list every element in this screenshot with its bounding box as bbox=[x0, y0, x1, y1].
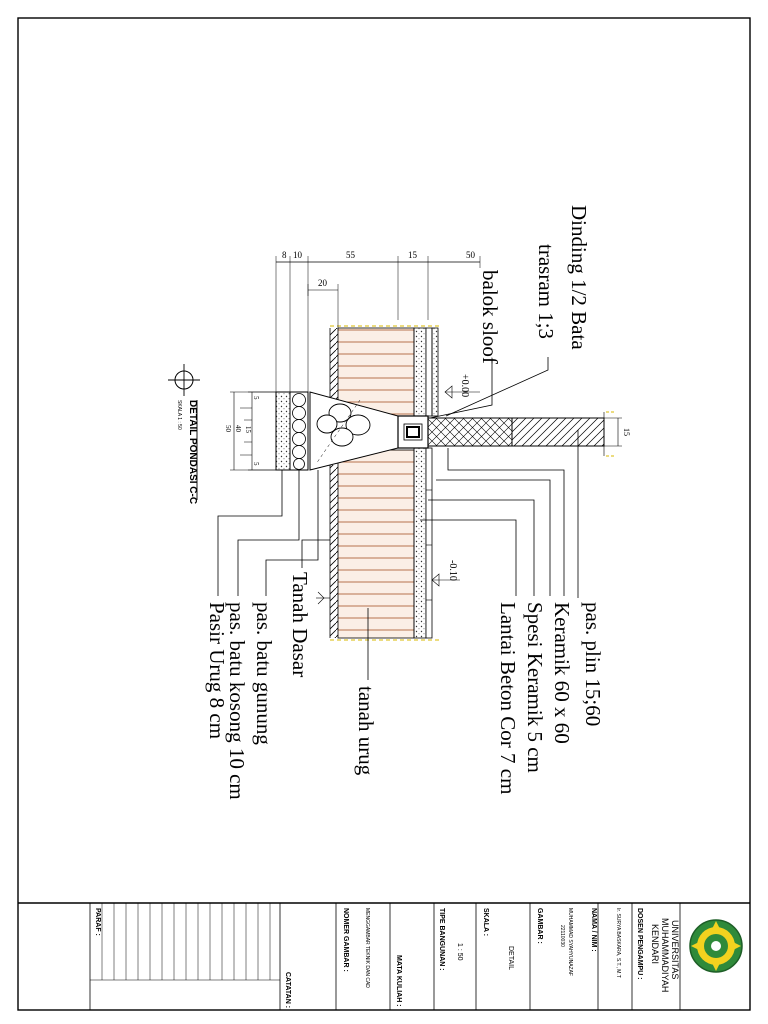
label-pasir: Pasir Urug 8 cm bbox=[205, 602, 229, 739]
dim-5b: 5 bbox=[252, 462, 260, 466]
university-logo bbox=[689, 919, 743, 973]
level-ground: -0.10 bbox=[447, 560, 458, 581]
label-keramik: Keramik 60 x 60 bbox=[550, 602, 574, 744]
dim-20: 20 bbox=[318, 278, 328, 288]
dosen-value: Ir. SURYA BASKARA, S.T., M.T bbox=[615, 908, 621, 978]
paraf-label: PARAF : bbox=[94, 908, 101, 936]
label-tanah-urug: tanah urug bbox=[354, 686, 378, 776]
dim-15: 15 bbox=[408, 250, 418, 260]
gambar-label: GAMBAR : bbox=[536, 908, 543, 944]
spesi-lower bbox=[425, 447, 433, 639]
university-name-1: UNIVERSITAS bbox=[670, 920, 680, 979]
dim-55: 55 bbox=[346, 250, 356, 260]
foundation-detail bbox=[168, 256, 622, 680]
label-dinding: Dinding 1/2 Bata bbox=[567, 205, 591, 350]
dim-5a: 5 bbox=[252, 396, 260, 400]
lantai-beton-lower bbox=[413, 447, 427, 639]
nama-label: NAMA / NIM : bbox=[590, 908, 597, 952]
matkul-label: MATA KULIAH : bbox=[395, 955, 402, 1007]
nomer-label: NOMER GAMBAR : bbox=[342, 908, 349, 972]
label-balok-sloof: balok sloof bbox=[478, 270, 502, 364]
drawing-scale: SKALA 1 : 50 bbox=[176, 400, 182, 430]
dim-40: 40 bbox=[234, 425, 242, 433]
catatan-label: CATATAN : bbox=[284, 972, 291, 1008]
soil-edge-upper bbox=[330, 328, 338, 428]
dim-50b: 50 bbox=[224, 425, 232, 433]
label-lantai: Lantai Beton Cor 7 cm bbox=[496, 602, 520, 794]
drawing-title: DETAIL PONDASI C-C bbox=[187, 400, 198, 504]
trasram bbox=[427, 417, 513, 447]
label-trasram: trasram 1;3 bbox=[534, 244, 558, 339]
spesi-upper bbox=[425, 327, 433, 417]
matkul-value: MENGGAMBAR TEKNIK DAN CAD bbox=[364, 908, 370, 988]
label-tanah-dasar: Tanah Dasar bbox=[288, 572, 312, 677]
title-block: UNIVERSITAS MUHAMMADIYAH KENDARI DOSEN P… bbox=[17, 902, 751, 1011]
gambar-value: DETAIL bbox=[507, 946, 514, 970]
label-plin: pas. plin 15;60 bbox=[581, 602, 605, 726]
dim-8: 8 bbox=[282, 250, 287, 260]
dim-15b: 15 bbox=[244, 426, 252, 434]
tipe-label: TIPE BANGUNAN : bbox=[438, 908, 445, 971]
dim-50: 50 bbox=[466, 250, 476, 260]
label-batu-kosong: pas. batu kosong 10 cm bbox=[225, 602, 249, 800]
pasir-urug bbox=[275, 391, 291, 471]
university-name-3: KENDARI bbox=[650, 924, 660, 964]
drawing-labels: Dinding 1/2 Bata trasram 1;3 balok sloof… bbox=[176, 205, 631, 800]
label-batu-gunung: pas. batu gunung bbox=[252, 602, 276, 745]
keramik-upper bbox=[431, 327, 439, 417]
dosen-label: DOSEN PENGAMPU : bbox=[636, 908, 643, 980]
dim-10: 10 bbox=[293, 250, 303, 260]
dinding-bata bbox=[511, 417, 605, 447]
dim-wall-15: 15 bbox=[622, 428, 631, 436]
tanah-urug-lower bbox=[337, 449, 415, 639]
paraf-grid bbox=[101, 903, 271, 980]
soil-edge-lower bbox=[330, 465, 338, 638]
label-spesi: Spesi Keramik 5 cm bbox=[523, 602, 547, 773]
nim-value: 22110030 bbox=[559, 925, 565, 947]
level-floor: +0.00 bbox=[459, 374, 470, 397]
skala-label: SKALA : bbox=[482, 908, 489, 936]
lantai-beton-upper bbox=[413, 327, 427, 417]
university-name-2: MUHAMMADIYAH bbox=[660, 918, 670, 992]
skala-value: 1 : 50 bbox=[456, 943, 463, 961]
nama-value: MUHAMMAD SYAHYUNAZAF bbox=[567, 908, 573, 976]
